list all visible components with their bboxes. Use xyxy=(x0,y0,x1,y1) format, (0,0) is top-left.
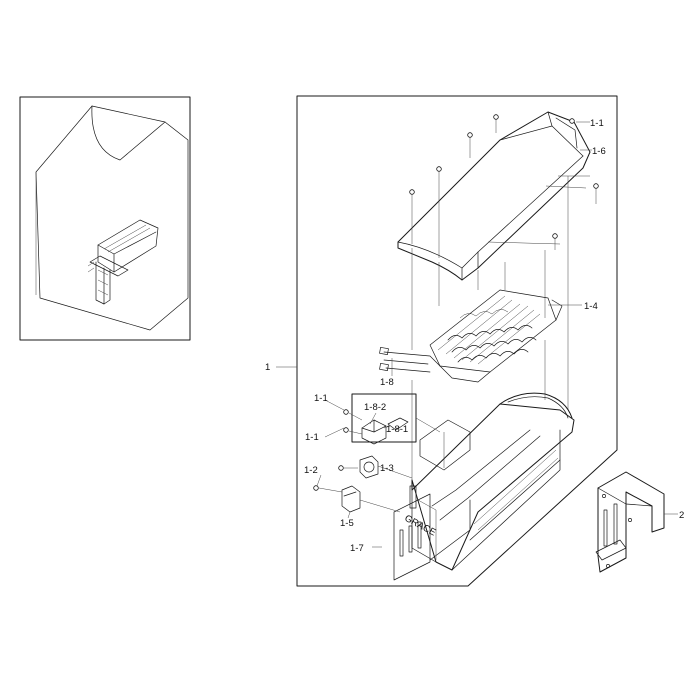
screw-icon xyxy=(436,166,442,172)
callout-2: 2 xyxy=(679,510,684,521)
screw-icon xyxy=(569,118,575,124)
screw-icon xyxy=(343,427,349,433)
duct-mount-bracket: GRACE xyxy=(393,485,438,581)
callout-1-8-2: 1-8-2 xyxy=(364,402,386,413)
callout-1-8: 1-8 xyxy=(380,377,394,388)
slot xyxy=(603,509,608,547)
bracket-tab xyxy=(409,485,417,509)
screw-icon xyxy=(343,409,349,415)
high-limit-thermostat xyxy=(338,455,413,479)
slot xyxy=(417,521,422,549)
callout-1-8-1: 1-8-1 xyxy=(386,424,408,435)
assembly-guides xyxy=(411,176,569,480)
thermostat-clip xyxy=(387,417,409,431)
heater-coil-assembly xyxy=(379,289,563,383)
callout-1-6: 1-6 xyxy=(592,146,606,157)
slot xyxy=(613,503,618,545)
screw-icon xyxy=(338,465,344,471)
mounting-bracket-2 xyxy=(595,471,665,573)
screw-icon xyxy=(493,114,499,120)
inset-heater-assembly xyxy=(87,219,159,305)
main-frame xyxy=(296,95,618,587)
callout-1-7: 1-7 xyxy=(350,543,364,554)
dryer-cabinet-outline xyxy=(35,105,189,331)
screw-icon xyxy=(313,485,319,491)
callout-1-1-mid: 1-1 xyxy=(314,393,328,404)
callout-1-1-top: 1-1 xyxy=(590,118,604,129)
heater-duct-housing xyxy=(411,392,575,571)
inset-frame xyxy=(19,96,191,341)
manufacturer-stamp: GRACE xyxy=(403,513,438,539)
callout-1-1-low: 1-1 xyxy=(305,432,319,443)
screw-icon xyxy=(467,132,473,138)
callout-1-5: 1-5 xyxy=(340,518,354,529)
callout-1-2: 1-2 xyxy=(304,465,318,476)
screw-icon xyxy=(593,183,599,189)
callout-1-3: 1-3 xyxy=(380,463,394,474)
callout-1: 1 xyxy=(265,362,270,373)
leader-lines xyxy=(276,121,678,548)
slot xyxy=(399,529,404,557)
inset-overview xyxy=(19,96,191,341)
callout-labels: 1-1 1-6 1-4 1 1-8 1-8-2 1-8-1 1-1 1-1 1-… xyxy=(265,118,684,554)
terminal-block xyxy=(313,485,401,513)
screw-icon xyxy=(409,189,415,195)
thermostat-group xyxy=(343,393,441,445)
top-cover-screws xyxy=(409,114,599,258)
screw-icon xyxy=(552,233,558,239)
heater-top-cover xyxy=(397,111,591,281)
group-box xyxy=(351,393,417,443)
slot xyxy=(408,525,413,553)
callout-1-4: 1-4 xyxy=(584,301,598,312)
thermal-fuse xyxy=(361,419,387,445)
